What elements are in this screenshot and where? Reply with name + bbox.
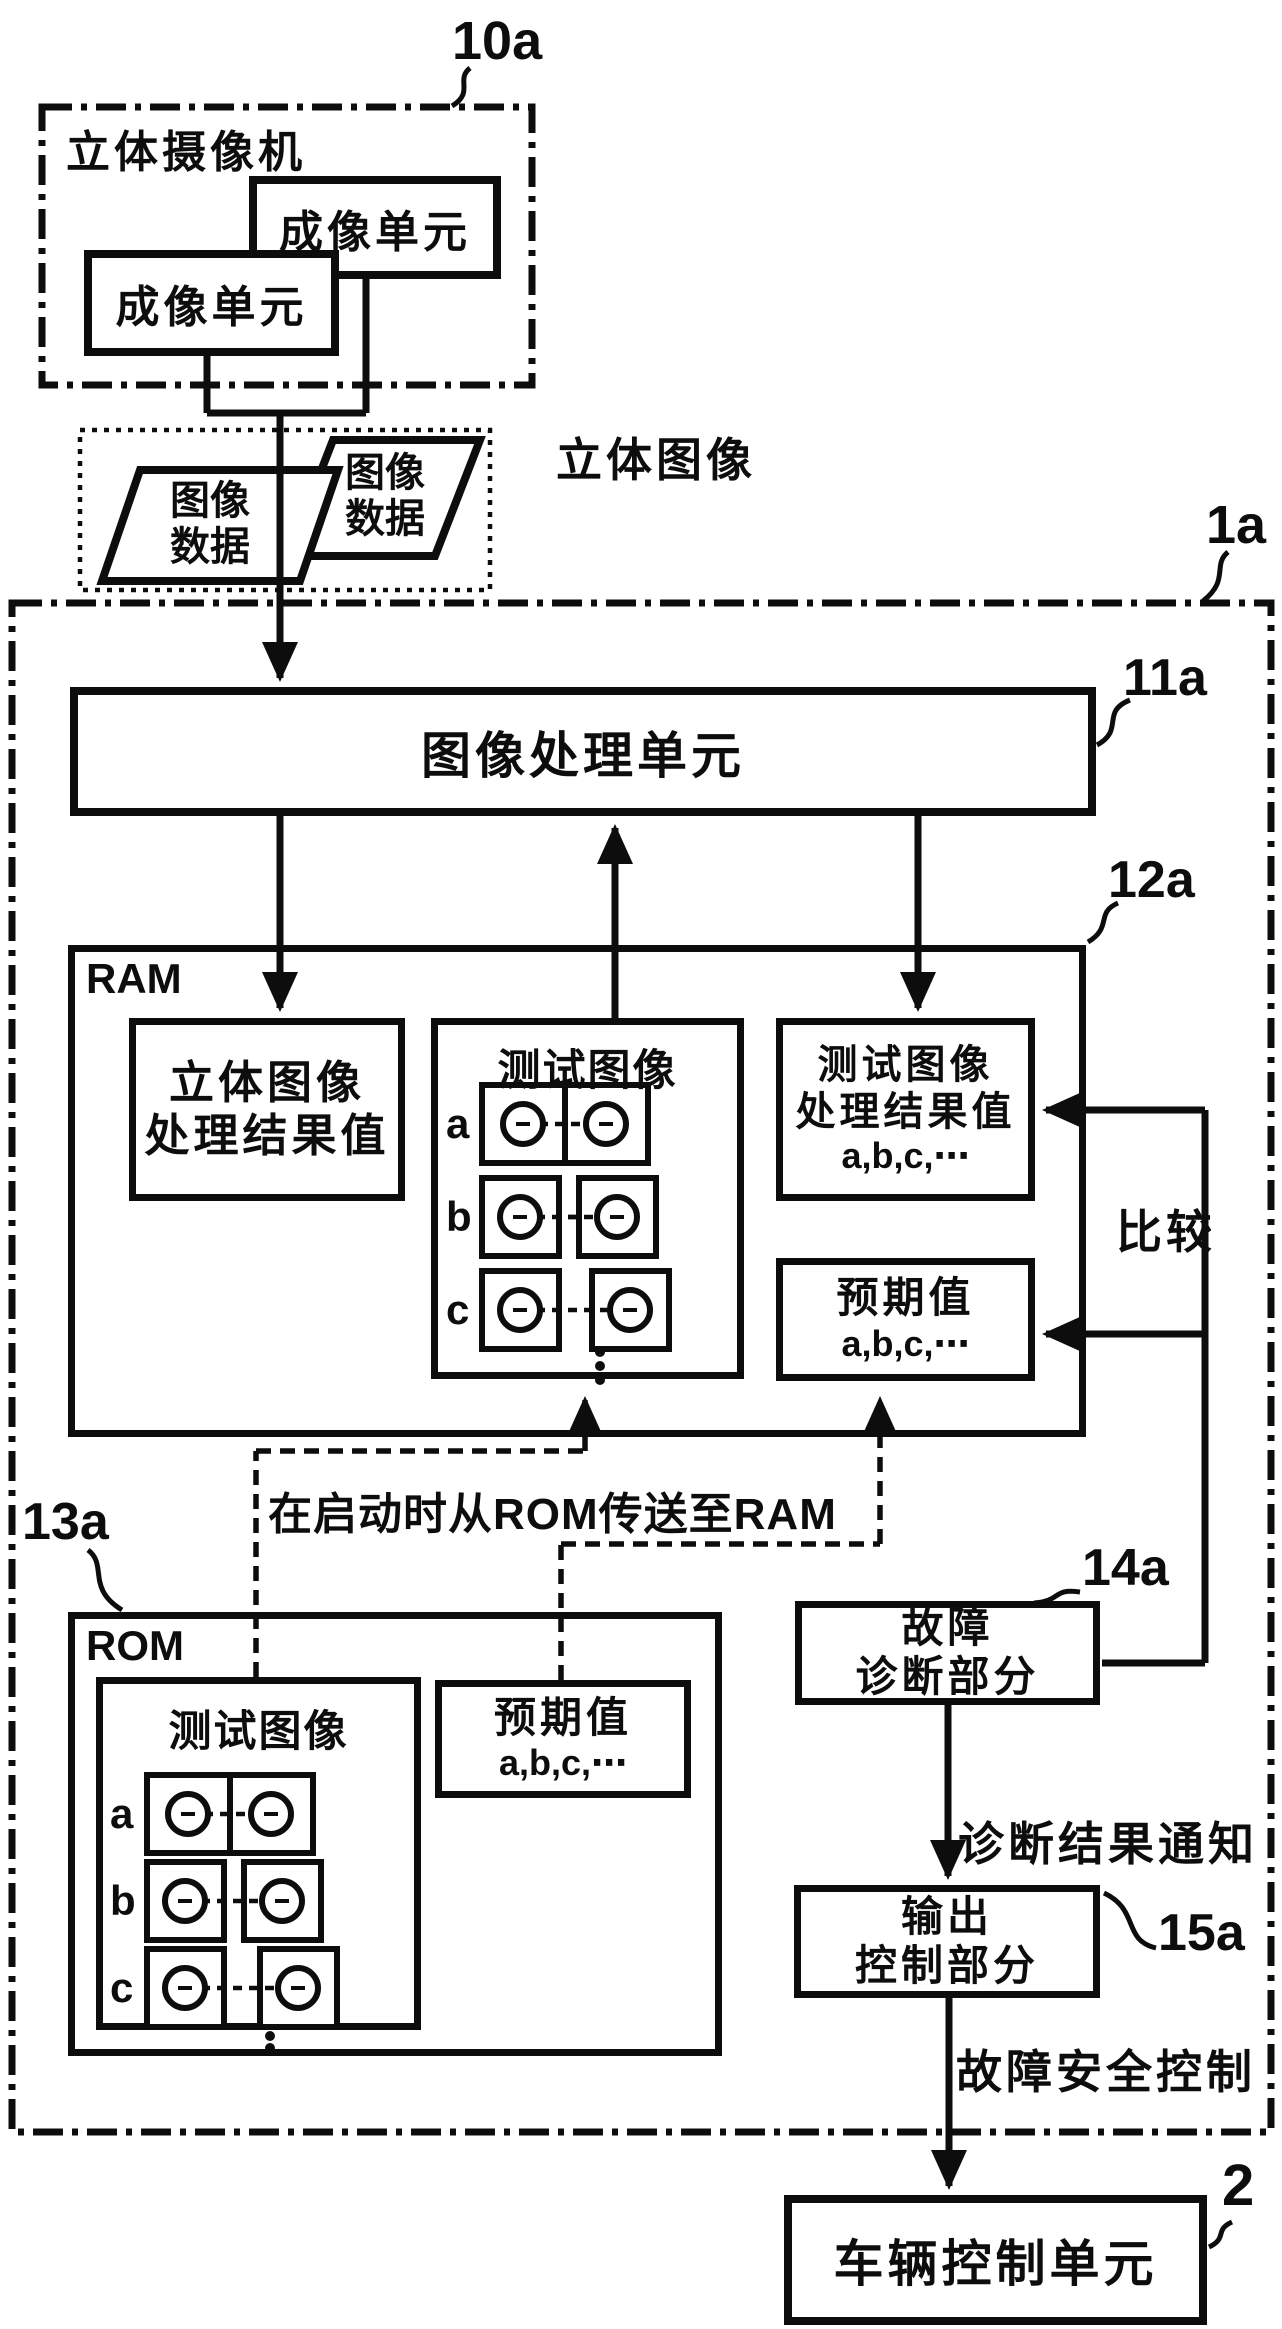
rom-test-image-title: 测试图像: [168, 1708, 349, 1756]
ram-row-a-label: a: [446, 1100, 470, 1147]
ram-row-c-label: c: [446, 1286, 470, 1333]
leader-2: [1207, 2219, 1234, 2250]
failsafe-note: 故障安全控制: [956, 2046, 1256, 2098]
image-processing-unit-box: 图像处理单元: [70, 687, 1096, 816]
leader-15a: [1102, 1890, 1157, 1951]
imaging-units-join-bracket: [203, 279, 370, 417]
camera-dashdot-outline: [38, 103, 536, 389]
transfer-note: 在启动时从ROM传送至RAM: [268, 1490, 837, 1539]
rom-row-a-label: a: [110, 1790, 134, 1837]
ref-15a: 15a: [1158, 1904, 1245, 1962]
ram-expected-box: 预期值 a,b,c,⋯: [776, 1258, 1035, 1381]
leader-13a: [86, 1548, 124, 1613]
ram-test-image-box: [431, 1018, 744, 1379]
camera-title: 立体摄像机: [66, 128, 306, 177]
ref-10a: 10a: [452, 11, 543, 71]
stereo-image-dotted-outline: [77, 427, 493, 593]
image-data-right-label: 图像 数据: [345, 451, 425, 542]
leader-10a: [450, 66, 472, 109]
diagnosis-result-note: 诊断结果通知: [958, 1818, 1258, 1870]
rom-testimage-transfer-dashed-path: [253, 1396, 603, 1677]
rom-row-b-label: b: [110, 1877, 136, 1924]
image-processing-unit-label: 图像处理单元: [421, 727, 745, 784]
stereo-image-callout: 立体图像: [556, 434, 756, 486]
compare-label: 比较: [1116, 1206, 1216, 1258]
vehicle-control-unit-box: 车辆控制单元: [784, 2195, 1207, 2325]
ref-2: 2: [1222, 2153, 1255, 2218]
leader-12a: [1086, 900, 1120, 945]
ref-11a: 11a: [1123, 649, 1207, 707]
rom-box: [68, 1612, 722, 2056]
ram-box: [68, 945, 1086, 1437]
vehicle-control-unit-label: 车辆控制单元: [833, 2236, 1158, 2292]
ref-1a: 1a: [1206, 495, 1267, 555]
imaging-unit-back-label: 成像单元: [279, 207, 471, 257]
imaging-unit-front-box: 成像单元: [84, 250, 339, 356]
rom-row-c-label: c: [110, 1964, 134, 2011]
output-control-box: 输出 控制部分: [794, 1885, 1100, 1998]
ref-12a: 12a: [1108, 851, 1195, 909]
ram-title: RAM: [86, 955, 182, 1002]
ref-13a: 13a: [22, 1493, 109, 1551]
ram-row-b-label: b: [446, 1193, 472, 1240]
fault-diagnosis-box: 故障 诊断部分: [795, 1601, 1100, 1705]
rom-title: ROM: [86, 1622, 184, 1669]
ram-test-result-box: 测试图像 处理结果值 a,b,c,⋯: [776, 1018, 1035, 1201]
rom-expected-box: 预期值 a,b,c,⋯: [435, 1680, 691, 1798]
image-data-left-label: 图像 数据: [170, 479, 250, 570]
reference-leader-squiggles: [86, 66, 1234, 2250]
leader-11a: [1095, 697, 1132, 748]
rom-expected-transfer-dashed-path: [558, 1396, 898, 1680]
leader-1a: [1201, 550, 1230, 603]
imaging-unit-front-label: 成像单元: [115, 283, 308, 332]
compare-connector-lines: [1042, 1092, 1209, 1667]
ref-14a: 14a: [1082, 1539, 1169, 1597]
system-dashdot-outline: [8, 599, 1275, 2136]
ram-stereo-result-box: 立体图像 处理结果值: [129, 1018, 405, 1201]
ram-test-image-title: 测试图像: [497, 1047, 678, 1095]
